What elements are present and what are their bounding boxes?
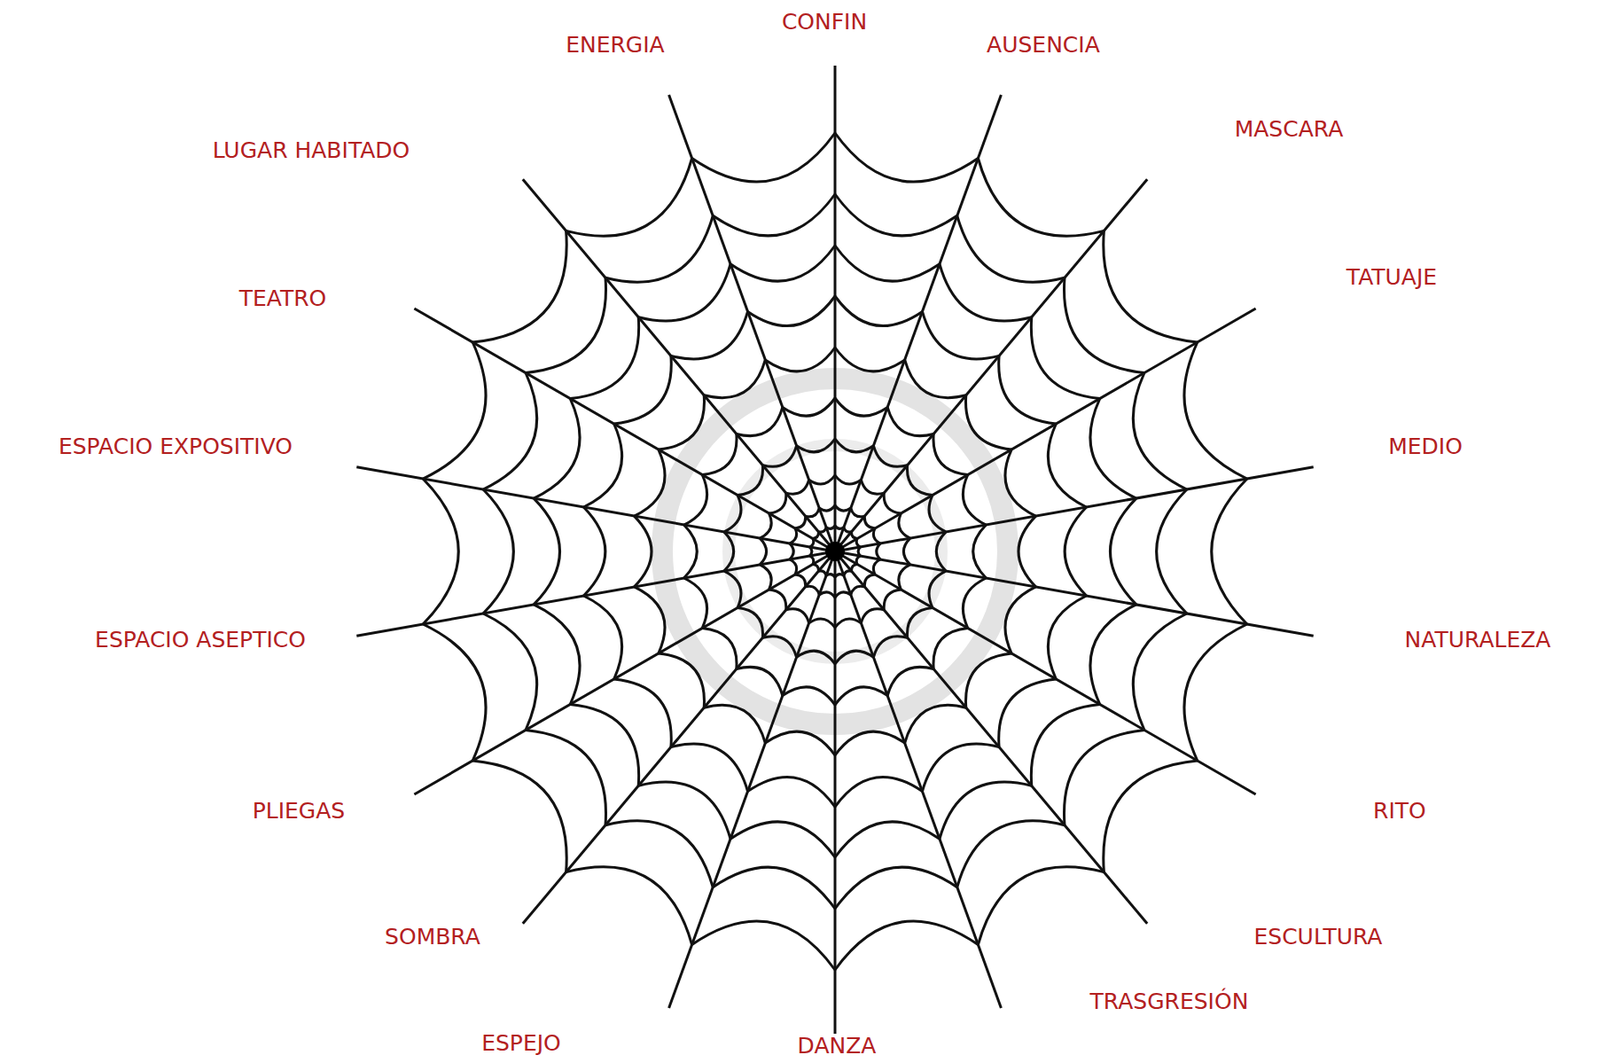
web-spoke [522,179,836,552]
spoke-label: ENERGIA [562,32,668,59]
web-spoke [669,551,836,1008]
spoke-label: DANZA [795,1033,880,1060]
spoke-label: ESCULTURA [1251,924,1386,951]
spoke-label: AUSENCIA [983,32,1103,59]
web-spoke [835,467,1314,552]
web-spoke [356,551,836,636]
web-spoke [834,65,837,552]
spoke-label: CONFIN [779,9,870,36]
web-spoke [834,551,837,1038]
web-spoke [835,551,1001,1008]
spoke-label: NATURALEZA [1402,627,1554,654]
web-spoke [835,179,1148,552]
spoke-label: ESPEJO [478,1030,564,1057]
web-center [825,541,845,562]
spoke-label: LUGAR HABITADO [210,138,414,164]
web-spoke [522,551,836,924]
spoke-label: TEATRO [236,286,330,313]
web-spoke [835,94,1001,552]
spoke-label: ESPACIO EXPOSITIVO [55,434,296,461]
web-spoke [835,551,1148,924]
spoke-label: PLIEGAS [249,798,349,825]
web-rings [422,132,1248,970]
spoke-label: ESPACIO ASEPTICO [92,627,309,654]
spoke-label: TATUAJE [1343,265,1440,291]
web-spoke [669,94,836,552]
spoke-label: MEDIO [1385,434,1466,461]
spoke-label: MASCARA [1232,117,1347,143]
web-lines [356,65,1313,1038]
spoke-label: SOMBRA [382,924,484,951]
spoke-label: TRASGRESIÓN [1087,989,1252,1015]
spoke-label: RITO [1370,798,1429,825]
